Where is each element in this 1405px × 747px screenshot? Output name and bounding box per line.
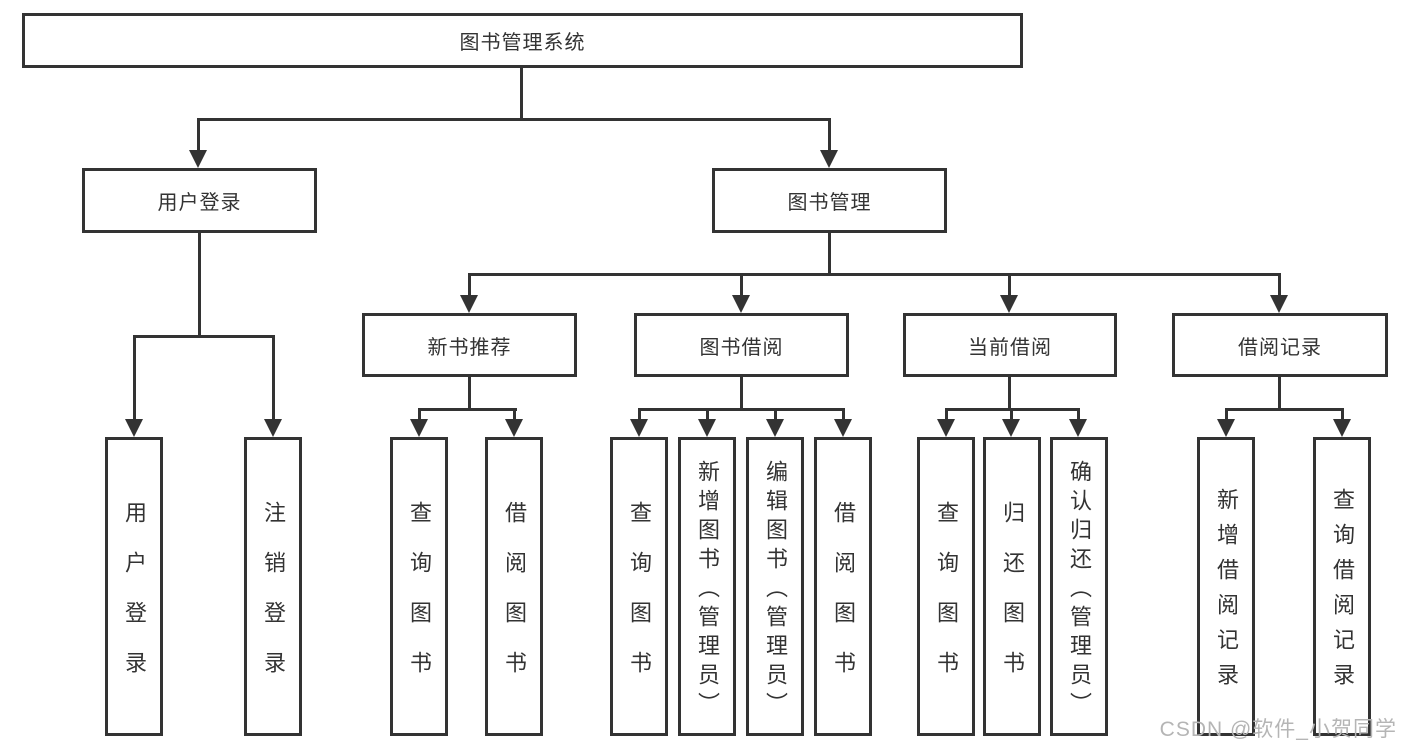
- connector-current-borrow-stem: [1008, 377, 1011, 408]
- node-label: 图书管理系统: [459, 32, 586, 54]
- connector-root-stem: [520, 68, 523, 118]
- leaf-label: 借阅图书: [831, 500, 856, 701]
- node-label: 当前借阅: [968, 336, 1052, 359]
- arrow-to-new-book: [460, 295, 478, 313]
- node-label: 新书推荐: [427, 336, 512, 359]
- leaf-label: 查询图书: [407, 500, 432, 701]
- leaf-label: 新增借阅记录: [1214, 488, 1239, 698]
- leaf-label: 查询图书: [627, 500, 652, 701]
- arrow-to-cb-return: [1002, 419, 1020, 437]
- connector-book-management-stem: [828, 233, 831, 273]
- connector-drop-book-borrow: [740, 273, 743, 300]
- leaf-cb-confirm-return-admin: 确认归还（管理员）: [1050, 437, 1108, 736]
- arrow-to-br-add: [1217, 419, 1235, 437]
- connector-drop-current-borrow: [1008, 273, 1011, 300]
- arrow-to-br-query: [1333, 419, 1351, 437]
- node-label: 图书管理: [787, 192, 872, 214]
- leaf-br-query-record: 查询借阅记录: [1313, 437, 1371, 736]
- node-label: 借阅记录: [1238, 336, 1322, 359]
- connector-drop-br-query: [1341, 408, 1344, 423]
- connector-book-management-bar: [468, 273, 1281, 276]
- leaf-label: 用户登录: [122, 500, 147, 701]
- arrow-to-current-borrow: [1000, 295, 1018, 313]
- arrow-to-bb-edit: [766, 419, 784, 437]
- connector-new-book-bar: [418, 408, 517, 411]
- leaf-label: 注销登录: [261, 500, 286, 701]
- node-book-borrow: 图书借阅: [634, 313, 849, 377]
- node-current-borrow: 当前借阅: [903, 313, 1117, 377]
- connector-drop-cb-query: [945, 408, 948, 423]
- connector-book-borrow-stem: [740, 377, 743, 408]
- connector-drop-br-add: [1225, 408, 1228, 423]
- leaf-user-login: 用户登录: [105, 437, 163, 736]
- arrow-to-cb-confirm: [1069, 419, 1087, 437]
- node-library-management-system: 图书管理系统: [22, 13, 1023, 68]
- leaf-bb-add-books-admin: 新增图书（管理员）: [678, 437, 736, 736]
- leaf-nb-query-books: 查询图书: [390, 437, 448, 736]
- connector-drop-nb-borrow: [513, 408, 516, 423]
- connector-user-login-bar: [133, 335, 275, 338]
- connector-borrow-records-bar: [1225, 408, 1343, 411]
- arrow-to-bb-add: [698, 419, 716, 437]
- leaf-bb-edit-books-admin: 编辑图书（管理员）: [746, 437, 804, 736]
- connector-new-book-stem: [468, 377, 471, 408]
- leaf-br-add-record: 新增借阅记录: [1197, 437, 1255, 736]
- connector-drop-cb-confirm: [1077, 408, 1080, 423]
- connector-drop-bb-edit: [774, 408, 777, 423]
- connector-book-borrow-bar: [638, 408, 844, 411]
- connector-drop-bb-query: [638, 408, 641, 423]
- arrow-to-leaf-user-login: [125, 419, 143, 437]
- leaf-cb-return-books: 归还图书: [983, 437, 1041, 736]
- connector-drop-bb-borrow: [842, 408, 845, 423]
- connector-borrow-records-stem: [1278, 377, 1281, 408]
- node-book-management: 图书管理: [712, 168, 947, 233]
- watermark-text: CSDN @软件_小贺同学: [1159, 718, 1397, 741]
- leaf-label: 借阅图书: [502, 500, 527, 701]
- arrow-to-borrow-records: [1270, 295, 1288, 313]
- arrow-to-nb-query: [410, 419, 428, 437]
- leaf-label: 新增图书（管理员）: [695, 459, 720, 721]
- leaf-nb-borrow-books: 借阅图书: [485, 437, 543, 736]
- node-borrow-records: 借阅记录: [1172, 313, 1388, 377]
- arrow-to-nb-borrow: [505, 419, 523, 437]
- connector-drop-leaf-logout: [272, 335, 275, 423]
- arrow-to-book-management: [820, 150, 838, 168]
- leaf-bb-query-books: 查询图书: [610, 437, 668, 736]
- connector-drop-cb-return: [1010, 408, 1013, 423]
- connector-drop-book-management: [828, 118, 831, 155]
- arrow-to-book-borrow: [732, 295, 750, 313]
- connector-drop-leaf-user-login: [133, 335, 136, 423]
- leaf-label: 查询图书: [934, 500, 959, 701]
- connector-drop-new-book: [468, 273, 471, 300]
- node-user-login: 用户登录: [82, 168, 317, 233]
- leaf-cb-query-books: 查询图书: [917, 437, 975, 736]
- arrow-to-user-login: [189, 150, 207, 168]
- arrow-to-leaf-logout: [264, 419, 282, 437]
- connector-drop-nb-query: [418, 408, 421, 423]
- node-new-book-recommend: 新书推荐: [362, 313, 577, 377]
- leaf-label: 编辑图书（管理员）: [763, 459, 788, 721]
- connector-root-bar: [197, 118, 831, 121]
- leaf-logout: 注销登录: [244, 437, 302, 736]
- leaf-label: 查询借阅记录: [1330, 488, 1355, 698]
- connector-drop-bb-add: [706, 408, 709, 423]
- node-label: 用户登录: [157, 192, 242, 214]
- connector-drop-borrow-records: [1278, 273, 1281, 300]
- arrow-to-bb-query: [630, 419, 648, 437]
- connector-user-login-stem: [198, 233, 201, 335]
- node-label: 图书借阅: [699, 336, 784, 359]
- leaf-label: 确认归还（管理员）: [1067, 459, 1092, 721]
- connector-drop-user-login: [197, 118, 200, 155]
- leaf-label: 归还图书: [1000, 500, 1025, 701]
- leaf-bb-borrow-books: 借阅图书: [814, 437, 872, 736]
- arrow-to-cb-query: [937, 419, 955, 437]
- arrow-to-bb-borrow: [834, 419, 852, 437]
